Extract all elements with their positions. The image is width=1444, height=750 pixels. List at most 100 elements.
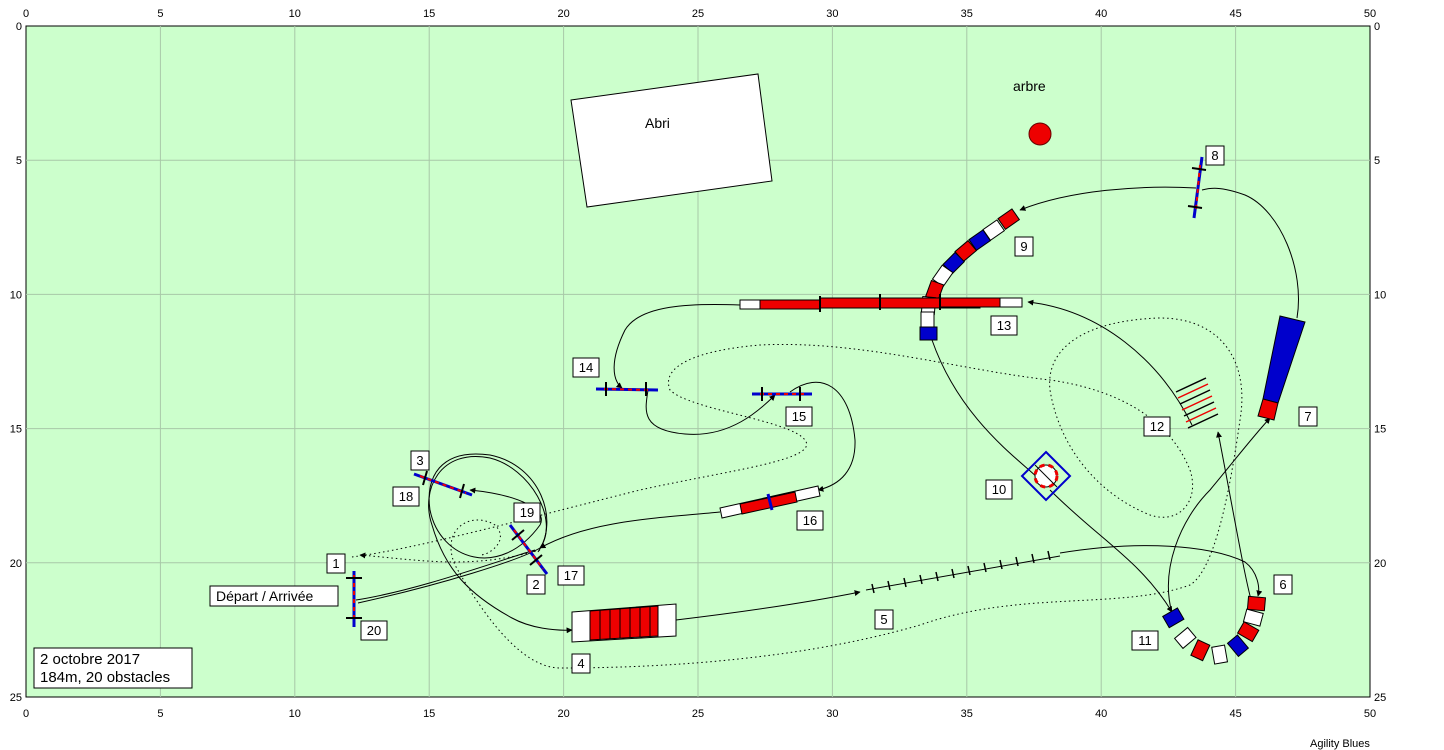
- axis-ticks: 0055101015152020252530303535404045455050…: [10, 8, 1387, 720]
- obstacle-number-14: 14: [572, 357, 600, 378]
- aframe-7: [1257, 315, 1306, 421]
- y-tick-label-right: 10: [1374, 289, 1386, 301]
- obstacle-number-19: 19: [513, 502, 541, 523]
- jump-1-20: [346, 571, 362, 627]
- obstacle-number-text: 14: [579, 360, 593, 375]
- obstacle-number-text: 4: [577, 656, 584, 671]
- x-tick-label-top: 50: [1364, 8, 1376, 20]
- course-date: 2 octobre 2017: [40, 651, 140, 668]
- obstacle-number-5: 5: [874, 609, 894, 630]
- obstacle-number-text: 7: [1304, 409, 1311, 424]
- obstacle-number-box: [1143, 416, 1171, 437]
- dogwalk-13: [739, 294, 1023, 312]
- x-tick-label-top: 35: [961, 8, 973, 20]
- obstacle-number-text: 16: [803, 513, 817, 528]
- obstacle-number-box: [360, 620, 388, 641]
- obstacle-number-box: [796, 510, 824, 531]
- x-tick-label-bottom: 10: [289, 708, 301, 720]
- obstacle-number-text: 18: [399, 489, 413, 504]
- obstacle-number-20: 20: [360, 620, 388, 641]
- y-tick-label-left: 0: [16, 21, 22, 33]
- obstacle-number-18: 18: [392, 486, 420, 507]
- course-info-box: 2 octobre 2017 184m, 20 obstacles: [33, 647, 193, 689]
- y-tick-label-left: 25: [10, 692, 22, 704]
- dog-path: [355, 186, 1299, 634]
- y-tick-label-left: 10: [10, 289, 22, 301]
- y-tick-label-left: 20: [10, 558, 22, 570]
- obstacle-number-box: [410, 450, 430, 471]
- weave-5: [865, 550, 1061, 594]
- jump-2-17-19: [508, 524, 549, 575]
- tunnel-6-11: [1162, 595, 1267, 665]
- tree-label: arbre: [1013, 78, 1046, 94]
- obstacle-number-box: [1273, 574, 1293, 595]
- obstacle-number-text: 8: [1211, 148, 1218, 163]
- obstacle-number-box: [785, 406, 813, 427]
- course-summary: 184m, 20 obstacles: [40, 669, 170, 686]
- obstacle-number-box: [1131, 630, 1159, 651]
- jump-8: [1187, 156, 1207, 219]
- x-tick-label-top: 45: [1229, 8, 1241, 20]
- obstacle-number-2: 2: [526, 574, 546, 595]
- obstacle-number-text: 12: [1150, 419, 1164, 434]
- obstacle-number-box: [526, 574, 546, 595]
- x-tick-label-bottom: 25: [692, 708, 704, 720]
- y-tick-label-right: 15: [1374, 424, 1386, 436]
- obstacle-number-box: [326, 553, 346, 574]
- x-tick-label-top: 0: [23, 8, 29, 20]
- x-tick-label-bottom: 15: [423, 708, 435, 720]
- obstacle-number-text: 1: [332, 556, 339, 571]
- jump-12: [1175, 377, 1219, 429]
- jump-15: [752, 387, 812, 401]
- handler-path: [351, 317, 1243, 669]
- teeter-16: [719, 485, 821, 519]
- tree: arbre: [1013, 78, 1052, 146]
- tunnel-4: [571, 603, 677, 643]
- obstacle-number-text: 17: [564, 568, 578, 583]
- y-tick-label-right: 25: [1374, 692, 1386, 704]
- x-tick-label-top: 30: [826, 8, 838, 20]
- obstacle-number-box: [392, 486, 420, 507]
- obstacle-number-text: 20: [367, 623, 381, 638]
- x-tick-label-top: 10: [289, 8, 301, 20]
- y-tick-label-right: 5: [1374, 155, 1380, 167]
- start-finish-box: Départ / Arrivée: [209, 585, 339, 607]
- x-tick-label-bottom: 50: [1364, 708, 1376, 720]
- jump-3-18: [413, 470, 473, 499]
- shelter-label: Abri: [645, 115, 670, 131]
- obstacle-number-text: 5: [880, 612, 887, 627]
- x-tick-label-bottom: 45: [1229, 708, 1241, 720]
- obstacle-number-13: 13: [990, 315, 1018, 336]
- obstacle-number-box: [572, 357, 600, 378]
- obstacle-number-text: 15: [792, 409, 806, 424]
- x-tick-label-bottom: 40: [1095, 708, 1107, 720]
- obstacle-number-10: 10: [985, 479, 1013, 500]
- obstacle-number-text: 3: [416, 453, 423, 468]
- y-tick-label-right: 20: [1374, 558, 1386, 570]
- obstacle-number-1: 1: [326, 553, 346, 574]
- obstacle-number-17: 17: [557, 565, 585, 586]
- obstacle-number-text: 11: [1138, 633, 1152, 648]
- obstacle-number-box: [1298, 406, 1318, 427]
- x-tick-label-bottom: 35: [961, 708, 973, 720]
- obstacle-number-7: 7: [1298, 406, 1318, 427]
- obstacle-number-text: 13: [997, 318, 1011, 333]
- obstacle-number-12: 12: [1143, 416, 1171, 437]
- obstacle-number-box: [874, 609, 894, 630]
- start-finish-label: Départ / Arrivée: [216, 588, 313, 604]
- obstacle-number-box: [1205, 145, 1225, 166]
- obstacle-number-9: 9: [1014, 236, 1034, 257]
- tire-10: [1020, 450, 1072, 502]
- obstacle-number-4: 4: [571, 653, 591, 674]
- obstacle-number-text: 6: [1279, 577, 1286, 592]
- x-tick-label-bottom: 30: [826, 708, 838, 720]
- obstacle-number-text: 19: [520, 505, 534, 520]
- jump-14: [595, 382, 659, 396]
- x-tick-label-bottom: 5: [157, 708, 163, 720]
- obstacle-number-box: [571, 653, 591, 674]
- y-tick-label-left: 5: [16, 155, 22, 167]
- tree-marker: [1028, 122, 1052, 146]
- x-tick-label-top: 25: [692, 8, 704, 20]
